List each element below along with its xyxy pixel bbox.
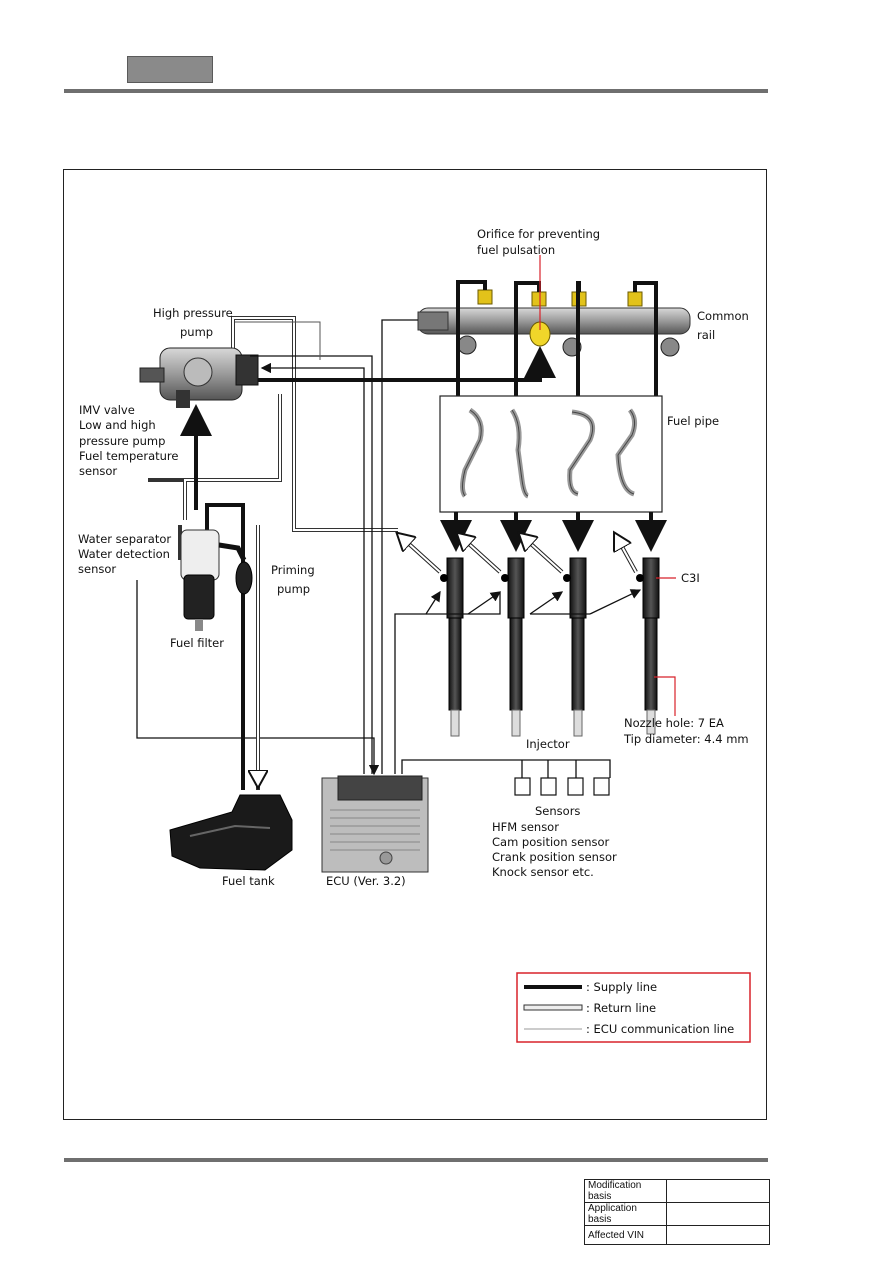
fuel-pipe-label: Fuel pipe — [667, 414, 719, 428]
common-rail-label-2: rail — [697, 328, 715, 342]
orifice-label-1: Orifice for preventing — [477, 227, 600, 241]
tank-supply-lines — [180, 404, 245, 790]
priming-label-1: Priming — [271, 563, 315, 577]
red-callouts — [539, 255, 676, 716]
revision-value — [666, 1202, 770, 1226]
legend-supply-label: : Supply line — [586, 980, 657, 994]
hp-pump-label-1: High pressure — [153, 306, 233, 320]
imv-label-4: Fuel temperature — [79, 449, 179, 463]
imv-label-1: IMV valve — [79, 403, 135, 417]
header-rule — [64, 89, 768, 93]
ecu-comm-lines — [136, 319, 642, 778]
ecu-comm-return — [235, 321, 321, 360]
section-tab — [127, 56, 213, 83]
legend: : Supply line : Return line : ECU commun… — [516, 972, 751, 1043]
common-rail-label-1: Common — [697, 309, 749, 323]
imv-label-3: pressure pump — [79, 434, 165, 448]
nozzle-label-2: Tip diameter: 4.4 mm — [623, 732, 749, 746]
sensors-title: Sensors — [535, 804, 580, 818]
hp-pump-label-2: pump — [180, 325, 213, 339]
sensor-boxes — [514, 777, 610, 796]
table-row: Application basis — [584, 1202, 770, 1226]
revision-key: Application basis — [584, 1202, 667, 1226]
injectors — [440, 557, 660, 737]
sensor-item: HFM sensor — [492, 820, 559, 834]
sensor-item: Cam position sensor — [492, 835, 610, 849]
sensor-item: Knock sensor etc. — [492, 865, 594, 879]
legend-ecu-label: : ECU communication line — [586, 1022, 734, 1036]
rail-supply-lines — [456, 280, 658, 396]
nozzle-label-1: Nozzle hole: 7 EA — [624, 716, 724, 730]
ecu-unit — [321, 775, 429, 873]
fuel-tank — [169, 794, 293, 871]
high-pressure-pump — [139, 347, 259, 408]
imv-label-5: sensor — [79, 464, 117, 478]
pump-rail-supply — [258, 346, 556, 382]
orifice-label-2: fuel pulsation — [477, 243, 555, 257]
water-sep-label-1: Water separator — [78, 532, 171, 546]
fuel-tank-label: Fuel tank — [222, 874, 275, 888]
revision-table: Modification basis Application basis Aff… — [584, 1179, 770, 1245]
table-row: Modification basis — [584, 1179, 770, 1203]
table-row: Affected VIN — [584, 1225, 770, 1245]
ecu-label: ECU (Ver. 3.2) — [326, 874, 406, 888]
priming-label-2: pump — [277, 582, 310, 596]
water-sep-label-2: Water detection — [78, 547, 170, 561]
sensor-item: Crank position sensor — [492, 850, 617, 864]
revision-key: Modification basis — [584, 1179, 667, 1203]
injector-label: Injector — [526, 737, 570, 751]
c3i-label: C3I — [681, 571, 700, 585]
imv-label-2: Low and high — [79, 418, 156, 432]
legend-return-swatch — [523, 1004, 583, 1011]
legend-return-label: : Return line — [586, 1001, 656, 1015]
fuel-filter-label: Fuel filter — [170, 636, 224, 650]
footer-rule — [64, 1158, 768, 1162]
water-sep-label-3: sensor — [78, 562, 116, 576]
revision-value — [666, 1225, 770, 1245]
priming-pump — [235, 561, 253, 595]
fuel-filter — [180, 529, 247, 631]
fuel-pipe-box — [439, 395, 663, 513]
revision-key: Affected VIN — [584, 1225, 667, 1245]
common-rail — [417, 289, 691, 357]
diagram-frame — [63, 169, 767, 1120]
revision-value — [666, 1179, 770, 1203]
